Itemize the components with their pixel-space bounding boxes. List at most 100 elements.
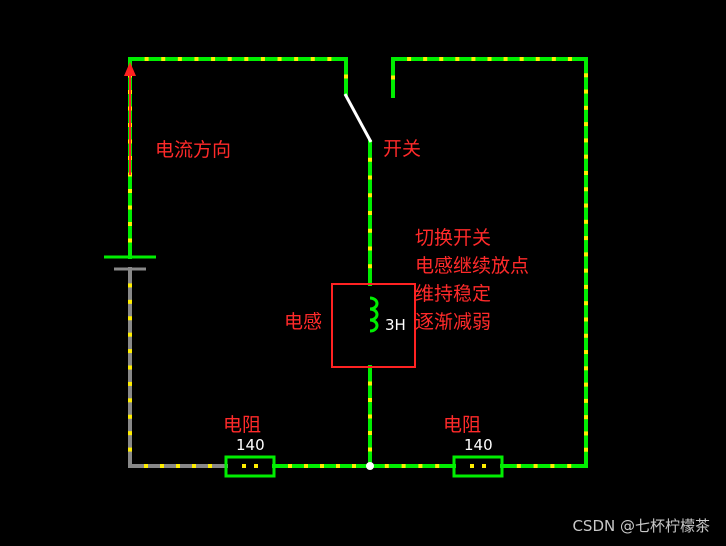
note-line: 逐渐减弱: [415, 311, 492, 333]
current-dot: [368, 193, 372, 198]
current-dot: [584, 350, 588, 355]
resistor-right-label: 电阻: [443, 414, 482, 436]
current-dot: [128, 414, 132, 419]
current-direction-arrow: [124, 62, 136, 175]
current-dot: [368, 211, 372, 215]
current-dot: [584, 187, 588, 192]
current-dot: [584, 138, 588, 143]
current-dot: [128, 398, 132, 403]
inductor-label: 电感: [284, 311, 323, 333]
current-dot: [584, 398, 588, 403]
current-dots: [128, 57, 588, 468]
current-dot: [128, 332, 132, 337]
current-dot: [584, 252, 588, 257]
current-dot: [471, 57, 476, 61]
current-dot: [584, 301, 588, 306]
current-dot: [439, 57, 444, 61]
current-dot: [310, 57, 315, 61]
current-dot: [423, 57, 428, 61]
current-dot: [567, 464, 572, 468]
current-dot: [435, 464, 440, 468]
current-dot: [584, 447, 588, 452]
current-dot: [128, 316, 132, 321]
current-dot: [192, 464, 196, 468]
current-dot: [418, 464, 423, 468]
current-dot: [128, 205, 132, 210]
current-dot: [533, 464, 538, 468]
resistor-right-value: 140: [464, 436, 493, 454]
current-dot: [584, 415, 588, 420]
current-dot: [128, 189, 132, 193]
current-dot: [144, 57, 149, 61]
switch-blade[interactable]: [343, 93, 373, 143]
current-dot: [277, 57, 282, 61]
current-dot: [128, 431, 132, 436]
current-direction-label: 电流方向: [155, 139, 232, 161]
current-dot: [161, 57, 166, 61]
current-dot: [482, 464, 486, 468]
resistor-left-label: 电阻: [223, 414, 262, 436]
current-dot: [584, 122, 588, 127]
current-dot: [344, 74, 348, 79]
current-dot: [177, 57, 182, 61]
inductor-box[interactable]: [331, 283, 416, 368]
resistor-left-value: 140: [236, 436, 265, 454]
current-dot: [211, 57, 216, 61]
resistor-left[interactable]: [224, 455, 276, 478]
current-dot: [128, 238, 132, 243]
current-dot: [128, 381, 132, 386]
current-dot: [401, 464, 406, 468]
current-dot: [550, 464, 555, 468]
current-dot: [128, 283, 132, 288]
current-dot: [503, 57, 508, 61]
current-dot: [352, 464, 356, 468]
current-dot: [242, 464, 246, 468]
current-dot: [336, 464, 340, 468]
current-dot: [176, 464, 180, 468]
current-dot: [368, 157, 372, 162]
current-dot: [584, 268, 588, 273]
current-dot: [384, 464, 389, 468]
current-dot: [227, 57, 232, 61]
current-dot: [516, 464, 521, 468]
current-dot: [128, 299, 132, 304]
current-dot: [368, 447, 372, 452]
current-dot: [208, 464, 212, 468]
current-dot: [584, 105, 588, 110]
current-dot: [584, 89, 588, 94]
current-dot: [487, 57, 492, 61]
watermark: CSDN @七杯柠檬茶: [572, 517, 710, 535]
current-dot: [470, 464, 474, 468]
current-dot: [368, 175, 372, 180]
current-dot: [254, 464, 258, 468]
note-line: 切换开关: [415, 227, 492, 249]
current-dot: [368, 228, 372, 233]
current-dot: [455, 57, 460, 61]
current-dot: [584, 203, 588, 208]
current-dot: [584, 73, 588, 78]
current-dot: [160, 464, 164, 468]
current-dot: [368, 264, 372, 269]
current-dot: [584, 154, 588, 159]
current-dot: [519, 57, 524, 61]
current-dot: [327, 57, 332, 61]
current-dot: [584, 333, 588, 338]
resistor-right[interactable]: [452, 455, 504, 478]
current-dot: [368, 398, 372, 402]
current-dot: [128, 222, 132, 226]
current-dot: [128, 365, 132, 370]
current-dot: [584, 170, 588, 175]
switch-label: 开关: [383, 138, 422, 160]
current-dot: [368, 381, 372, 386]
current-dot: [244, 57, 249, 61]
current-dot: [584, 236, 588, 241]
current-dot: [551, 57, 556, 61]
inductor-coil: [369, 296, 379, 333]
current-dot: [128, 349, 132, 354]
current-dot: [368, 431, 372, 435]
note-line: 电感继续放点: [415, 255, 530, 277]
current-dot: [584, 382, 588, 387]
current-dot: [584, 284, 588, 289]
current-dot: [391, 75, 395, 80]
